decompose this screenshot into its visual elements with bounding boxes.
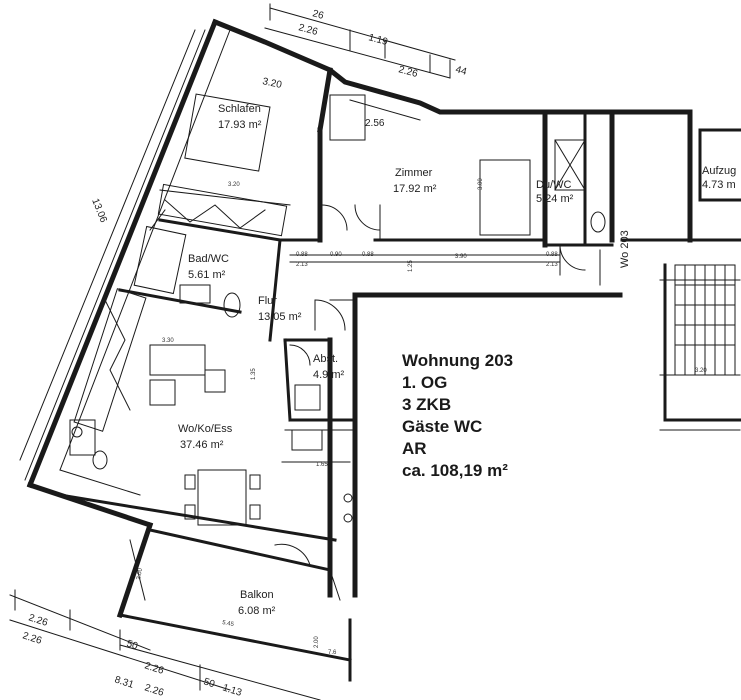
dim-bottom-1: 2.26 <box>21 630 43 647</box>
dim-bottom-6: 50 <box>202 676 216 690</box>
room-wo-ko-ess-name: Wo/Ko/Ess <box>178 423 233 435</box>
desk-zimmer <box>329 94 366 141</box>
dim-interior-4: 3.30 <box>162 338 174 344</box>
room-schlafen-area: 17.93 m² <box>218 119 262 131</box>
room-aufzug-area: 4.73 m <box>702 179 736 191</box>
dim-top-cut: 26 <box>311 8 325 22</box>
abst-shelf <box>294 384 321 411</box>
dim-bottom-5: 2.26 <box>143 682 165 699</box>
dim-left-wall: 13.06 <box>89 197 109 225</box>
armchair <box>204 369 226 393</box>
inner-walls <box>58 110 741 682</box>
dimension-lines <box>9 3 456 700</box>
apartment-guest-wc: Gäste WC <box>402 417 483 436</box>
room-aufzug-name: Aufzug <box>702 165 736 177</box>
apartment-info: Wohnung 203 1. OG 3 ZKB Gäste WC AR ca. … <box>402 350 513 482</box>
room-flur-area: 13.05 m² <box>258 311 302 323</box>
room-balkon-name: Balkon <box>240 589 274 601</box>
sink-bad <box>179 284 211 304</box>
fireplace <box>69 419 96 456</box>
dim-interior-9: 3.90 <box>455 254 467 260</box>
dim-interior-15: 2.13 <box>546 262 558 268</box>
dim-interior-17: 7.6 <box>328 650 337 656</box>
dim-interior-11: 0.90 <box>330 252 342 258</box>
room-du-wc-area: 5.24 m² <box>536 193 574 205</box>
dim-interior-12: 0.88 <box>362 252 374 258</box>
dim-interior-16: 3.20 <box>695 368 707 374</box>
dim-top-2: 2.26 <box>397 64 419 80</box>
dim-interior-7: 3.00 <box>478 178 484 190</box>
outer-walls <box>26 18 693 619</box>
dim-bottom-4: 8.31 <box>113 674 135 691</box>
dim-top-1: 1.19 <box>367 32 389 48</box>
furniture <box>69 93 606 526</box>
dim-interior-10: 0.88 <box>296 252 308 258</box>
stairwell <box>674 264 736 376</box>
doors <box>274 204 586 566</box>
room-abst-name: Abst. <box>313 353 338 365</box>
room-schlafen-name: Schlafen <box>218 103 261 115</box>
apartment-rooms: 3 ZKB <box>402 395 452 414</box>
room-balkon-area: 6.08 m² <box>238 605 276 617</box>
wardrobe-schlafen <box>157 183 288 237</box>
shower-du <box>554 139 586 191</box>
dim-interior-5: 1.65 <box>316 462 328 468</box>
room-bad-wc-name: Bad/WC <box>188 253 229 265</box>
dim-interior-6: 1.35 <box>251 368 257 380</box>
sofa <box>149 344 206 376</box>
room-abst-area: 4.9 m² <box>313 369 345 381</box>
dim-interior-8: 1.25 <box>408 260 414 272</box>
toilet-du <box>590 211 606 233</box>
apartment-title: Wohnung 203 <box>402 351 514 370</box>
construction-lines <box>24 29 741 601</box>
apartment-area: ca. 108,19 m² <box>402 461 508 480</box>
dim-interior-2: 5.45 <box>222 620 235 628</box>
dim-interior-14: 0.88 <box>546 252 558 258</box>
dim-interior-0: 3.20 <box>228 182 240 188</box>
coffee-table <box>149 379 176 406</box>
dining-table <box>197 469 247 526</box>
dim-interior-1: 2.00 <box>136 567 144 580</box>
neighbor-label: Wo 203 <box>619 230 631 268</box>
room-zimmer-name: Zimmer <box>395 167 433 179</box>
kitchen-island <box>291 429 323 451</box>
apartment-floor: 1. OG <box>402 373 448 392</box>
room-du-wc-name: Du/WC <box>536 179 572 191</box>
bathtub-bad <box>133 225 187 295</box>
dim-interior-13: 2.13 <box>296 262 308 268</box>
room-flur-name: Flur <box>258 295 277 307</box>
dim-bottom-3: 2.26 <box>143 660 165 677</box>
dim-top-0: 2.26 <box>297 22 319 38</box>
apartment-storage: AR <box>402 439 427 458</box>
room-labels: Schlafen 17.93 m² Zimmer 17.92 m² Du/WC … <box>178 103 736 617</box>
dim-schlafen-width: 3.20 <box>261 76 283 91</box>
room-bad-wc-area: 5.61 m² <box>188 269 226 281</box>
dim-zimmer-corner: 2.56 <box>365 118 385 129</box>
toilet-bad <box>223 292 241 318</box>
dim-top-3: 44 <box>454 64 468 78</box>
kitchen-counter <box>73 288 147 432</box>
dim-bottom-2: 50 <box>125 638 139 652</box>
dim-interior-3: 2.00 <box>314 636 320 648</box>
bed-schlafen <box>184 93 271 172</box>
room-wo-ko-ess-area: 37.46 m² <box>180 439 224 451</box>
bed-zimmer <box>479 159 531 236</box>
room-zimmer-area: 17.92 m² <box>393 183 437 195</box>
dim-bottom-7: 1.13 <box>221 682 243 699</box>
